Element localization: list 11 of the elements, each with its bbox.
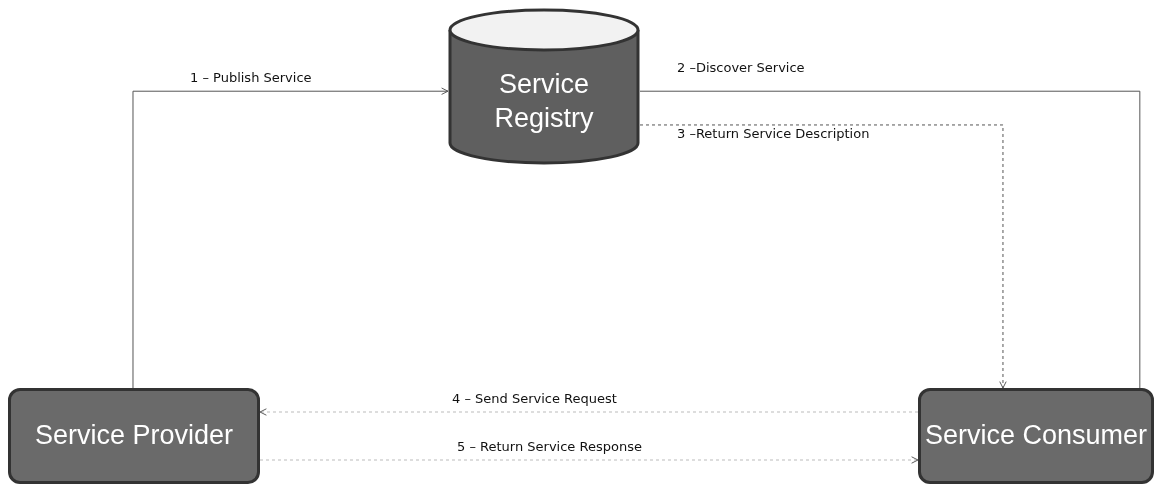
edge-label: 3 –Return Service Description <box>675 126 872 141</box>
process-box <box>8 388 260 484</box>
process-box <box>918 388 1154 484</box>
node-label: Service Provider <box>34 419 234 453</box>
node-label: Service Consumer <box>924 419 1148 453</box>
edge-label: 4 – Send Service Request <box>450 391 619 406</box>
edge-label: 2 –Discover Service <box>675 60 807 75</box>
database-cylinder <box>448 8 640 165</box>
node-label: Service Registry <box>493 67 595 135</box>
edge-label: 1 – Publish Service <box>188 70 314 85</box>
edge-label: 5 – Return Service Response <box>455 439 644 454</box>
